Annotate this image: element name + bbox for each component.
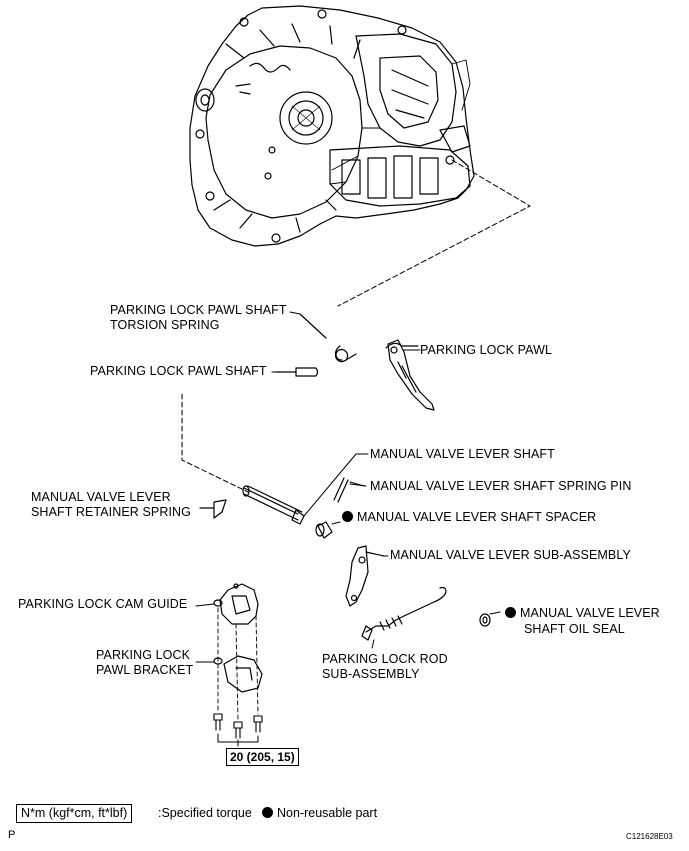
leader-lines xyxy=(195,311,501,663)
non-reusable-dot-icon xyxy=(342,511,353,522)
label-oil-seal-line2: SHAFT OIL SEAL xyxy=(524,622,625,636)
label-torsion-spring-line1: PARKING LOCK PAWL SHAFT xyxy=(110,303,287,317)
label-spacer: MANUAL VALVE LEVER SHAFT SPACER xyxy=(342,510,596,525)
cam-guide-part xyxy=(213,583,259,625)
legend-non-reusable: Non-reusable part xyxy=(262,806,377,821)
legend-non-reusable-text: Non-reusable part xyxy=(277,806,378,820)
label-spring-pin: MANUAL VALVE LEVER SHAFT SPRING PIN xyxy=(370,479,632,493)
filled-circle-icon xyxy=(262,807,273,818)
valve-lever-shaft-part xyxy=(242,453,357,525)
legend-specified-torque: :Specified torque xyxy=(158,806,252,820)
bolts-part xyxy=(213,713,263,747)
torsion-spring-part xyxy=(299,313,357,363)
label-torsion-spring-line2: TORSION SPRING xyxy=(110,318,220,332)
label-parking-lock-pawl: PARKING LOCK PAWL xyxy=(420,343,553,357)
parking-lock-pawl-part xyxy=(385,339,435,411)
label-retainer-spring-line1: MANUAL VALVE LEVER xyxy=(31,490,171,504)
pawl-shaft-part xyxy=(275,367,319,377)
label-bracket-line2: PAWL BRACKET xyxy=(96,663,194,677)
label-oil-seal-line1: MANUAL VALVE LEVER xyxy=(505,606,660,621)
parking-lock-rod-part xyxy=(361,586,447,649)
label-retainer-spring-line2: SHAFT RETAINER SPRING xyxy=(31,505,191,519)
label-pawl-shaft: PARKING LOCK PAWL SHAFT xyxy=(90,364,267,378)
oil-seal-part xyxy=(479,613,491,627)
footer-mark: P xyxy=(8,829,16,841)
torque-spec-box: 20 (205, 15) xyxy=(226,748,299,766)
label-bracket-line1: PARKING LOCK xyxy=(96,648,191,662)
retainer-spring-part xyxy=(199,499,227,519)
label-oil-seal-text: MANUAL VALVE LEVER xyxy=(520,606,660,620)
spring-pin-part xyxy=(333,477,365,503)
label-spacer-text: MANUAL VALVE LEVER SHAFT SPACER xyxy=(357,510,597,524)
transaxle-housing-illustration xyxy=(189,5,475,247)
pawl-bracket-part xyxy=(213,655,263,693)
legend-unit-box: N*m (kgf*cm, ft*lbf) xyxy=(16,804,133,823)
figure-code: C121628E03 xyxy=(626,832,673,841)
label-rod-line1: PARKING LOCK ROD xyxy=(322,652,448,666)
label-cam-guide: PARKING LOCK CAM GUIDE xyxy=(18,597,188,611)
valve-lever-sub-assembly-part xyxy=(345,545,385,607)
non-reusable-dot-icon xyxy=(505,607,516,618)
label-valve-lever-shaft: MANUAL VALVE LEVER SHAFT xyxy=(370,447,555,461)
label-sub-assembly: MANUAL VALVE LEVER SUB-ASSEMBLY xyxy=(390,548,631,562)
spacer-part xyxy=(315,521,333,539)
label-rod-line2: SUB-ASSEMBLY xyxy=(322,667,420,681)
